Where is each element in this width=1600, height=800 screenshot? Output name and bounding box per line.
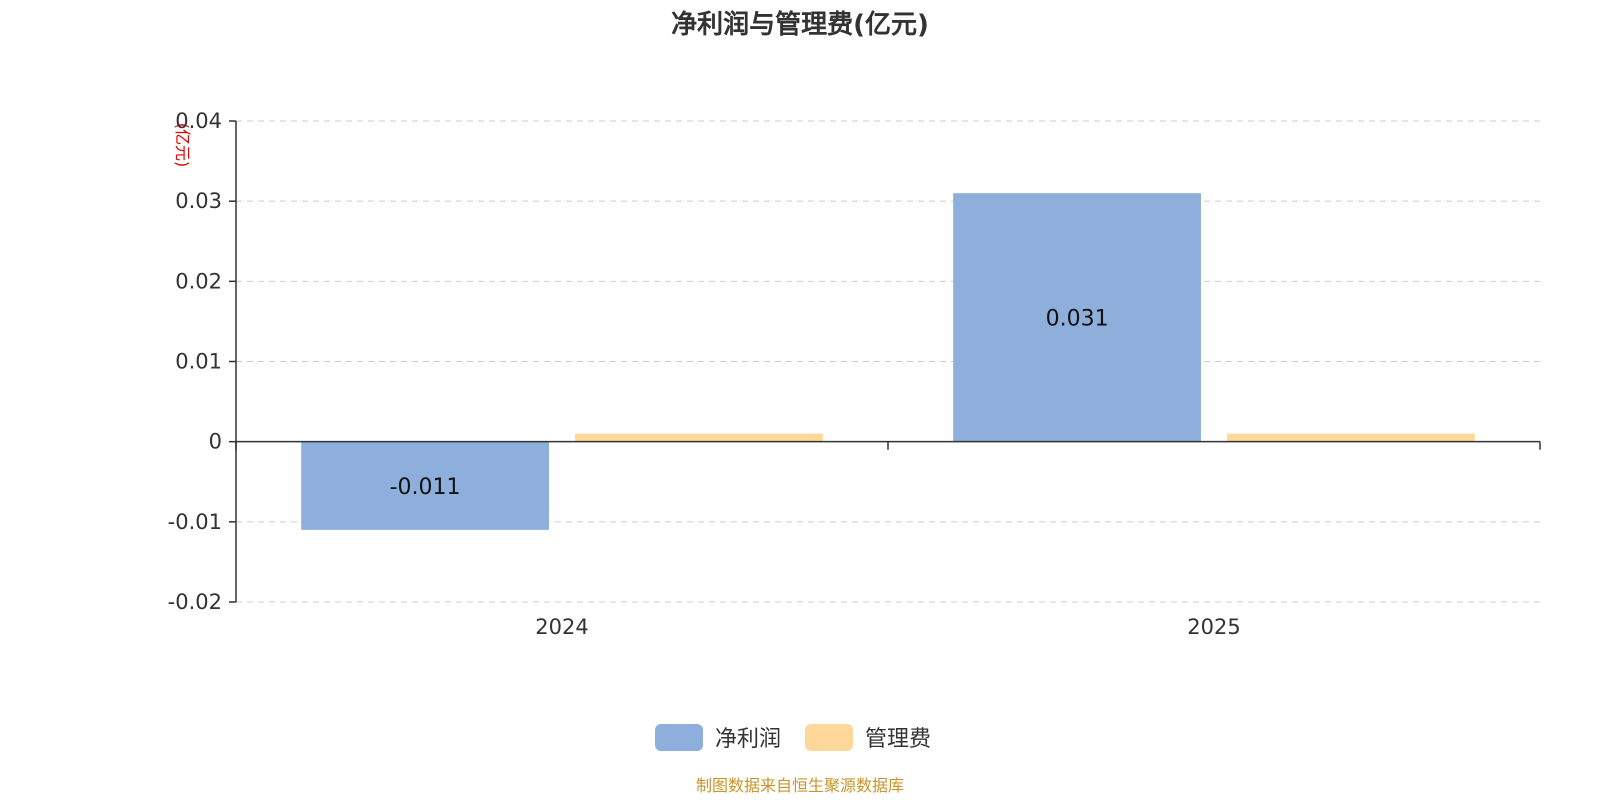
- legend-swatch-管理费: [805, 724, 853, 751]
- grid-layer: [236, 120, 1540, 603]
- x-tick-label: 2024: [535, 615, 588, 639]
- legend[interactable]: 净利润 管理费: [655, 724, 931, 752]
- data-label: -0.011: [390, 475, 461, 500]
- data-source-note: 制图数据来自恒生聚源数据库: [696, 776, 904, 795]
- bars-layer: [301, 193, 1475, 530]
- legend-label: 净利润: [715, 727, 781, 752]
- data-label: 0.031: [1046, 306, 1109, 331]
- bar-净利润-2024: [301, 441, 549, 530]
- y-tick-label: 0.02: [175, 269, 222, 293]
- y-tick-label: -0.01: [168, 510, 222, 534]
- chart-title: 净利润与管理费(亿元): [671, 9, 929, 40]
- legend-swatch-净利润: [655, 724, 703, 751]
- y-axis-unit-label: (亿元): [173, 123, 192, 168]
- y-tick-label: 0.01: [175, 350, 222, 374]
- y-tick-label: 0: [209, 430, 222, 454]
- y-tick-label: 0.04: [175, 109, 222, 133]
- bar-管理费-2025: [1227, 433, 1475, 442]
- labels-layer: -0.011 0.031: [390, 306, 1109, 499]
- axes-layer: -0.02 -0.01 0 0.01 0.02 0.03 0.04 2024 2025: [168, 109, 1541, 639]
- bar-净利润-2025: [953, 193, 1201, 442]
- y-tick-label: 0.03: [175, 189, 222, 213]
- bar-管理费-2024: [575, 433, 823, 442]
- legend-label: 管理费: [865, 727, 931, 752]
- x-tick-label: 2025: [1187, 615, 1240, 639]
- y-tick-label: -0.02: [168, 590, 222, 614]
